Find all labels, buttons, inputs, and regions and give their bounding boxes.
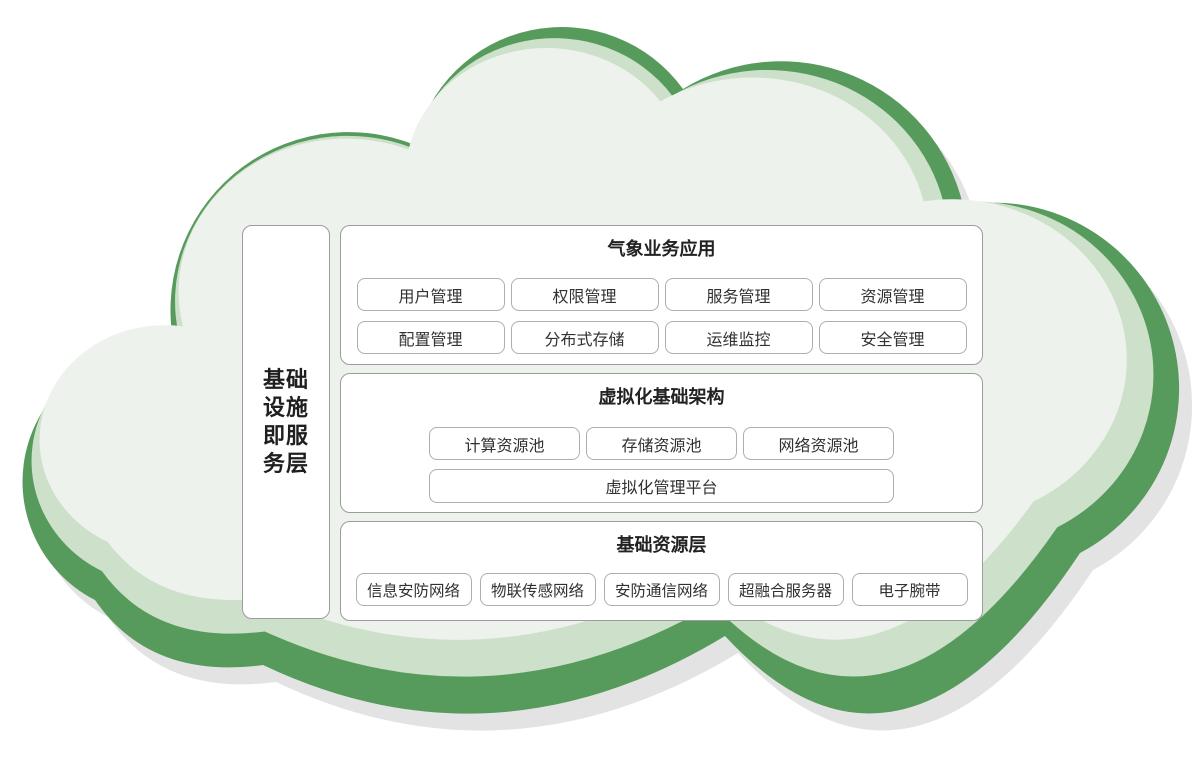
resource-pools-row: 计算资源池 存储资源池 网络资源池: [341, 427, 982, 460]
box-electronic-wristband: 电子腕带: [851, 573, 968, 606]
apps-row-1: 用户管理 权限管理 服务管理 资源管理: [341, 278, 982, 311]
box-security-comm-network: 安防通信网络: [603, 573, 720, 606]
box-network-resource-pool: 网络资源池: [743, 427, 894, 460]
section-title-virtualization-infrastructure: 虚拟化基础架构: [598, 387, 725, 407]
section-title-basic-resource-layer: 基础资源层: [616, 535, 707, 555]
section-meteorological-business-apps: 气象业务应用 用户管理 权限管理 服务管理 资源管理 配置管理 分布式存储 运维…: [340, 225, 983, 365]
apps-row-2: 配置管理 分布式存储 运维监控 安全管理: [341, 321, 982, 354]
basic-resources-row: 信息安防网络 物联传感网络 安防通信网络 超融合服务器 电子腕带: [341, 573, 982, 606]
box-distributed-storage: 分布式存储: [510, 321, 659, 354]
box-iot-sensor-network: 物联传感网络: [479, 573, 596, 606]
box-virtualization-management-platform: 虚拟化管理平台: [429, 469, 894, 503]
box-compute-resource-pool: 计算资源池: [429, 427, 580, 460]
box-info-security-network: 信息安防网络: [355, 573, 472, 606]
box-config-management: 配置管理: [356, 321, 505, 354]
box-storage-resource-pool: 存储资源池: [586, 427, 737, 460]
iaas-layer-label-box: 基础 设施 即服 务层: [242, 225, 330, 619]
box-hyperconverged-server: 超融合服务器: [727, 573, 844, 606]
section-basic-resource-layer: 基础资源层 信息安防网络 物联传感网络 安防通信网络 超融合服务器 电子腕带: [340, 521, 983, 621]
section-virtualization-infrastructure: 虚拟化基础架构 计算资源池 存储资源池 网络资源池 虚拟化管理平台: [340, 373, 983, 513]
virtualization-platform-row: 虚拟化管理平台: [341, 469, 982, 503]
box-security-management: 安全管理: [818, 321, 967, 354]
box-permission-management: 权限管理: [510, 278, 659, 311]
box-service-management: 服务管理: [664, 278, 813, 311]
box-resource-management: 资源管理: [818, 278, 967, 311]
box-user-management: 用户管理: [356, 278, 505, 311]
box-ops-monitoring: 运维监控: [664, 321, 813, 354]
iaas-layer-label: 基础 设施 即服 务层: [262, 367, 309, 476]
section-title-meteorological-business-apps: 气象业务应用: [607, 239, 716, 259]
